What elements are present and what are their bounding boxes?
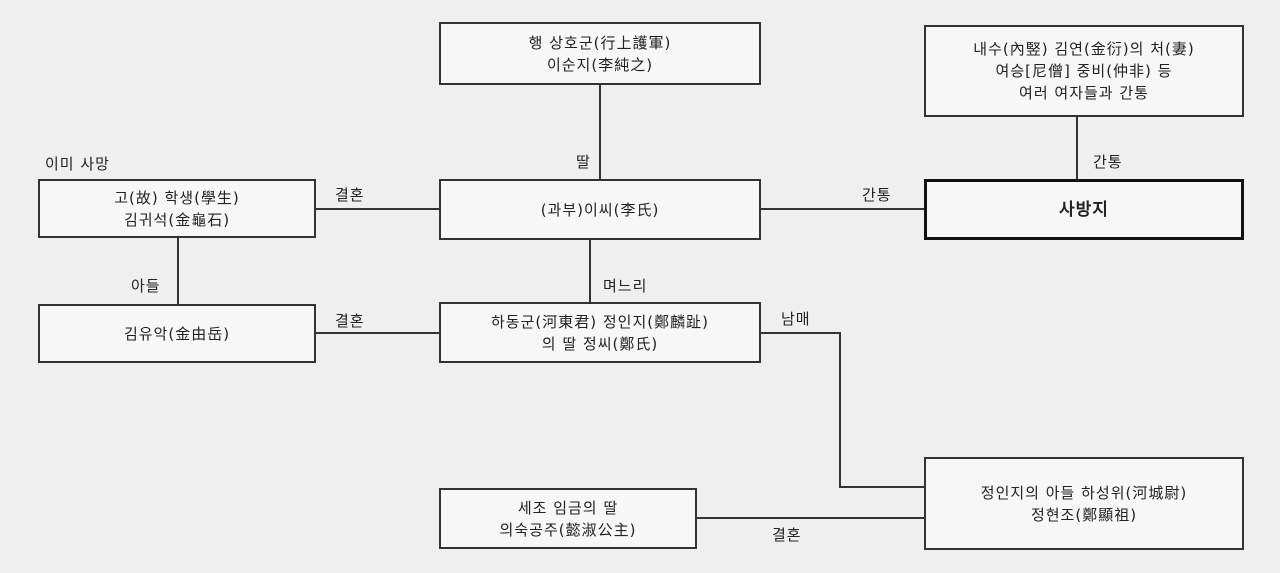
node-line: 정현조(鄭顯祖) [1030, 505, 1138, 524]
connector-father-widow [599, 85, 601, 179]
node-widow-lee: (과부)이씨(李氏) [439, 179, 761, 240]
connector-widow-daughter-in-law [589, 240, 591, 302]
node-sabangji: 사방지 [924, 179, 1244, 240]
label-daughter: 딸 [576, 153, 591, 171]
node-husband-kim-guiseok: 고(故) 학생(學生) 김귀석(金龜石) [38, 179, 316, 238]
connector-husband-widow [316, 208, 439, 210]
node-line: 내수(內竪) 김연(金衍)의 처(妻) [973, 40, 1195, 58]
connector-women-sabangji [1076, 117, 1078, 179]
node-line: 의숙공주(懿淑公主) [499, 520, 637, 539]
node-jeong-hyeonjo: 정인지의 아들 하성위(河城尉) 정현조(鄭顯祖) [924, 457, 1244, 550]
node-line: 세조 임금의 딸 [517, 498, 619, 517]
connector-widow-sabangji [761, 208, 924, 210]
label-marriage-husband-widow: 결혼 [335, 186, 365, 204]
label-marriage-princess: 결혼 [772, 526, 802, 544]
connector-son-daughter-in-law [316, 332, 439, 334]
node-line: 의 딸 정씨(鄭氏) [541, 334, 659, 353]
node-line: 김귀석(金龜石) [123, 210, 231, 229]
node-line: 고(故) 학생(學生) [114, 188, 240, 207]
node-line: 사방지 [1059, 199, 1109, 220]
node-line: 이순지(李純之) [546, 55, 654, 74]
node-line: 하동군(河東君) 정인지(鄭麟趾) [491, 312, 709, 331]
connector-princess-jeong [697, 517, 924, 519]
node-father-lee-sunji: 행 상호군(行上護軍) 이순지(李純之) [439, 22, 761, 85]
node-son-kim-yuak: 김유악(金由岳) [38, 304, 316, 363]
connector-siblings-vertical [839, 332, 841, 488]
node-line: 정인지의 아들 하성위(河城尉) [980, 483, 1188, 502]
node-line: (과부)이씨(李氏) [540, 200, 660, 219]
label-affair-women: 간통 [1093, 153, 1123, 171]
connector-siblings-horizontal [761, 332, 841, 334]
node-daughter-in-law-jeong: 하동군(河東君) 정인지(鄭麟趾) 의 딸 정씨(鄭氏) [439, 302, 761, 363]
node-line: 행 상호군(行上護軍) [528, 33, 672, 52]
label-son: 아들 [131, 277, 161, 295]
node-line: 김유악(金由岳) [123, 324, 231, 343]
label-already-dead: 이미 사망 [45, 155, 110, 173]
node-princess-uisuk: 세조 임금의 딸 의숙공주(懿淑公主) [439, 488, 697, 549]
connector-siblings-bottom [839, 486, 924, 488]
connector-husband-son [177, 238, 179, 304]
label-affair-widow: 간통 [862, 186, 892, 204]
label-daughter-in-law: 며느리 [603, 277, 648, 295]
node-line: 여승[尼僧] 중비(仲非) 등 [995, 62, 1173, 80]
label-siblings: 남매 [781, 310, 811, 328]
node-women-affairs: 내수(內竪) 김연(金衍)의 처(妻) 여승[尼僧] 중비(仲非) 등 여러 여… [924, 25, 1244, 117]
node-line: 여러 여자들과 간통 [1019, 84, 1149, 102]
label-marriage-son: 결혼 [335, 312, 365, 330]
